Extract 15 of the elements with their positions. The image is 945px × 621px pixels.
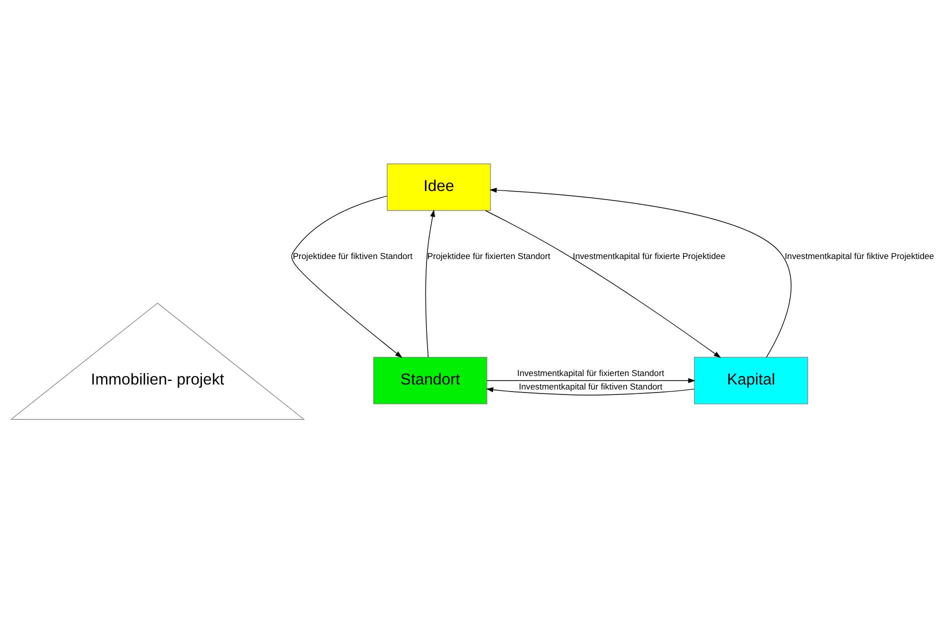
arrow bbox=[486, 378, 696, 383]
edge-label: Investmentkapital für fiktive Projektidee bbox=[784, 250, 934, 261]
node-box: Kapital bbox=[694, 356, 808, 404]
edge-label: Investmentkapital für fiktiven Standort bbox=[518, 381, 662, 392]
edge-label: Investmentkapital für fixierten Standort bbox=[517, 368, 664, 378]
arrow bbox=[490, 187, 792, 357]
edge-label: Investmentkapital für fixierte Projektidee bbox=[572, 250, 726, 261]
edge-label: Projektidee für fixierten Standort bbox=[427, 250, 550, 261]
arrow bbox=[425, 209, 436, 358]
node-box: Idee bbox=[386, 163, 491, 210]
arrow bbox=[485, 210, 721, 358]
node-box: Standort bbox=[373, 356, 488, 404]
arrow bbox=[291, 195, 402, 358]
edge-label: Projektidee für fiktiven Standort bbox=[292, 250, 413, 261]
arrow bbox=[486, 386, 695, 396]
